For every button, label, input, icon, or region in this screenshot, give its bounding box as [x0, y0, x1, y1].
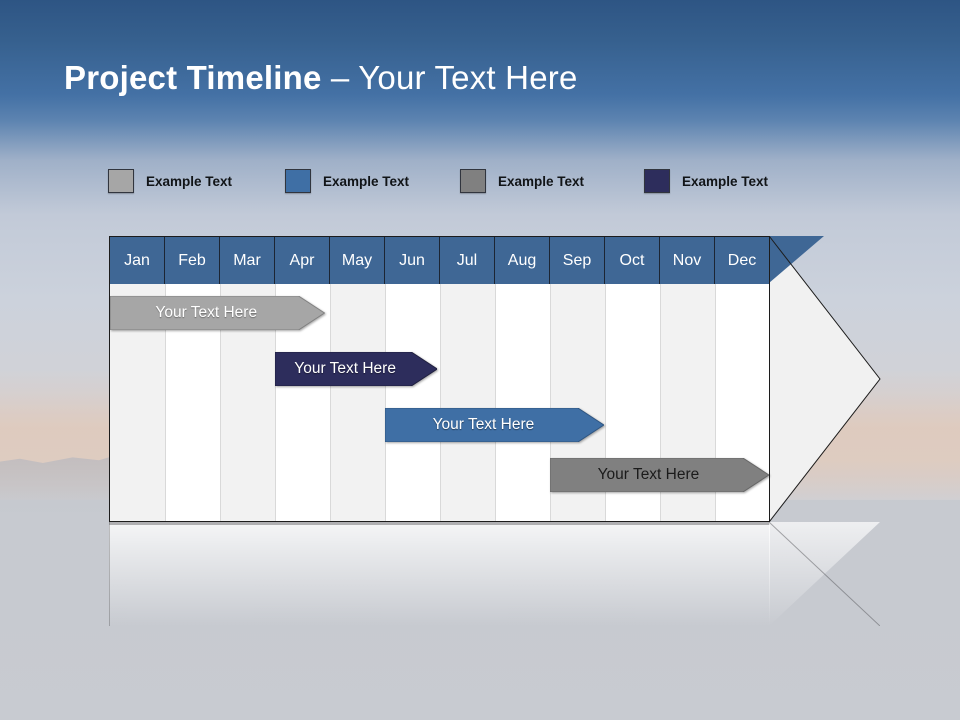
reflection-edge — [109, 522, 770, 525]
task-bar-label: Your Text Here — [294, 360, 396, 377]
month-column-mar — [220, 237, 275, 521]
column-divider — [165, 284, 166, 521]
legend-swatch-icon — [644, 169, 670, 193]
title-regular-part: Your Text Here — [358, 59, 578, 96]
slide-title: Project Timeline – Your Text Here — [64, 58, 578, 98]
month-column-jun — [385, 237, 440, 521]
month-column-dec — [715, 237, 770, 521]
task-bar-label: Your Text Here — [432, 416, 535, 433]
legend-swatch-icon — [285, 169, 311, 193]
month-header-jun[interactable]: Jun — [385, 237, 440, 284]
title-bold-part: Project Timeline — [64, 59, 322, 96]
month-column-feb — [165, 237, 220, 521]
column-divider — [550, 284, 551, 521]
task-bar-3[interactable]: Your Text Here — [385, 408, 604, 442]
task-bar-1[interactable]: Your Text Here — [110, 296, 325, 330]
legend-item-label: Example Text — [146, 173, 233, 189]
task-bar-arrow-shape — [110, 296, 325, 330]
month-header-feb[interactable]: Feb — [165, 237, 220, 284]
month-header-nov[interactable]: Nov — [660, 237, 715, 284]
column-divider — [275, 284, 276, 521]
month-header-mar[interactable]: Mar — [220, 237, 275, 284]
month-header-jul[interactable]: Jul — [440, 237, 495, 284]
month-header-may[interactable]: May — [330, 237, 385, 284]
month-column-aug — [495, 237, 550, 521]
legend-item-1[interactable]: Example Text — [108, 166, 232, 196]
column-divider — [605, 284, 606, 521]
month-header-oct[interactable]: Oct — [605, 237, 660, 284]
month-header-dec[interactable]: Dec — [715, 237, 770, 284]
task-bar-2[interactable]: Your Text Here — [275, 352, 438, 386]
column-divider — [220, 284, 221, 521]
column-divider — [440, 284, 441, 521]
month-header-apr[interactable]: Apr — [275, 237, 330, 284]
task-bar-arrow-shape — [275, 352, 438, 386]
column-divider — [330, 284, 331, 521]
legend-item-3[interactable]: Example Text — [460, 166, 584, 196]
legend-item-label: Example Text — [498, 173, 585, 189]
column-divider — [385, 284, 386, 521]
reflection-arrowhead-outline — [768, 522, 880, 626]
chart-reflection — [109, 522, 880, 626]
month-column-jul — [440, 237, 495, 521]
timeline-arrowhead — [769, 236, 880, 521]
legend-item-label: Example Text — [323, 173, 410, 189]
month-column-oct — [605, 237, 660, 521]
legend-swatch-icon — [460, 169, 486, 193]
task-bar-arrow-shape — [550, 458, 769, 492]
task-bar-label: Your Text Here — [597, 466, 700, 483]
legend-swatch-icon — [108, 169, 134, 193]
month-header-aug[interactable]: Aug — [495, 237, 550, 284]
legend-item-label: Example Text — [682, 173, 769, 189]
title-separator: – — [321, 59, 359, 96]
column-divider — [715, 284, 716, 521]
task-bar-4[interactable]: Your Text Here — [550, 458, 769, 492]
column-divider — [660, 284, 661, 521]
month-column-jan — [110, 237, 165, 521]
legend-item-2[interactable]: Example Text — [285, 166, 409, 196]
task-bar-arrow-shape — [385, 408, 604, 442]
month-header-sep[interactable]: Sep — [550, 237, 605, 284]
month-header-jan[interactable]: Jan — [110, 237, 165, 284]
reflection-body — [109, 522, 770, 626]
month-column-apr — [275, 237, 330, 521]
legend-item-4[interactable]: Example Text — [644, 166, 768, 196]
column-divider — [495, 284, 496, 521]
task-bar-label: Your Text Here — [155, 304, 258, 321]
